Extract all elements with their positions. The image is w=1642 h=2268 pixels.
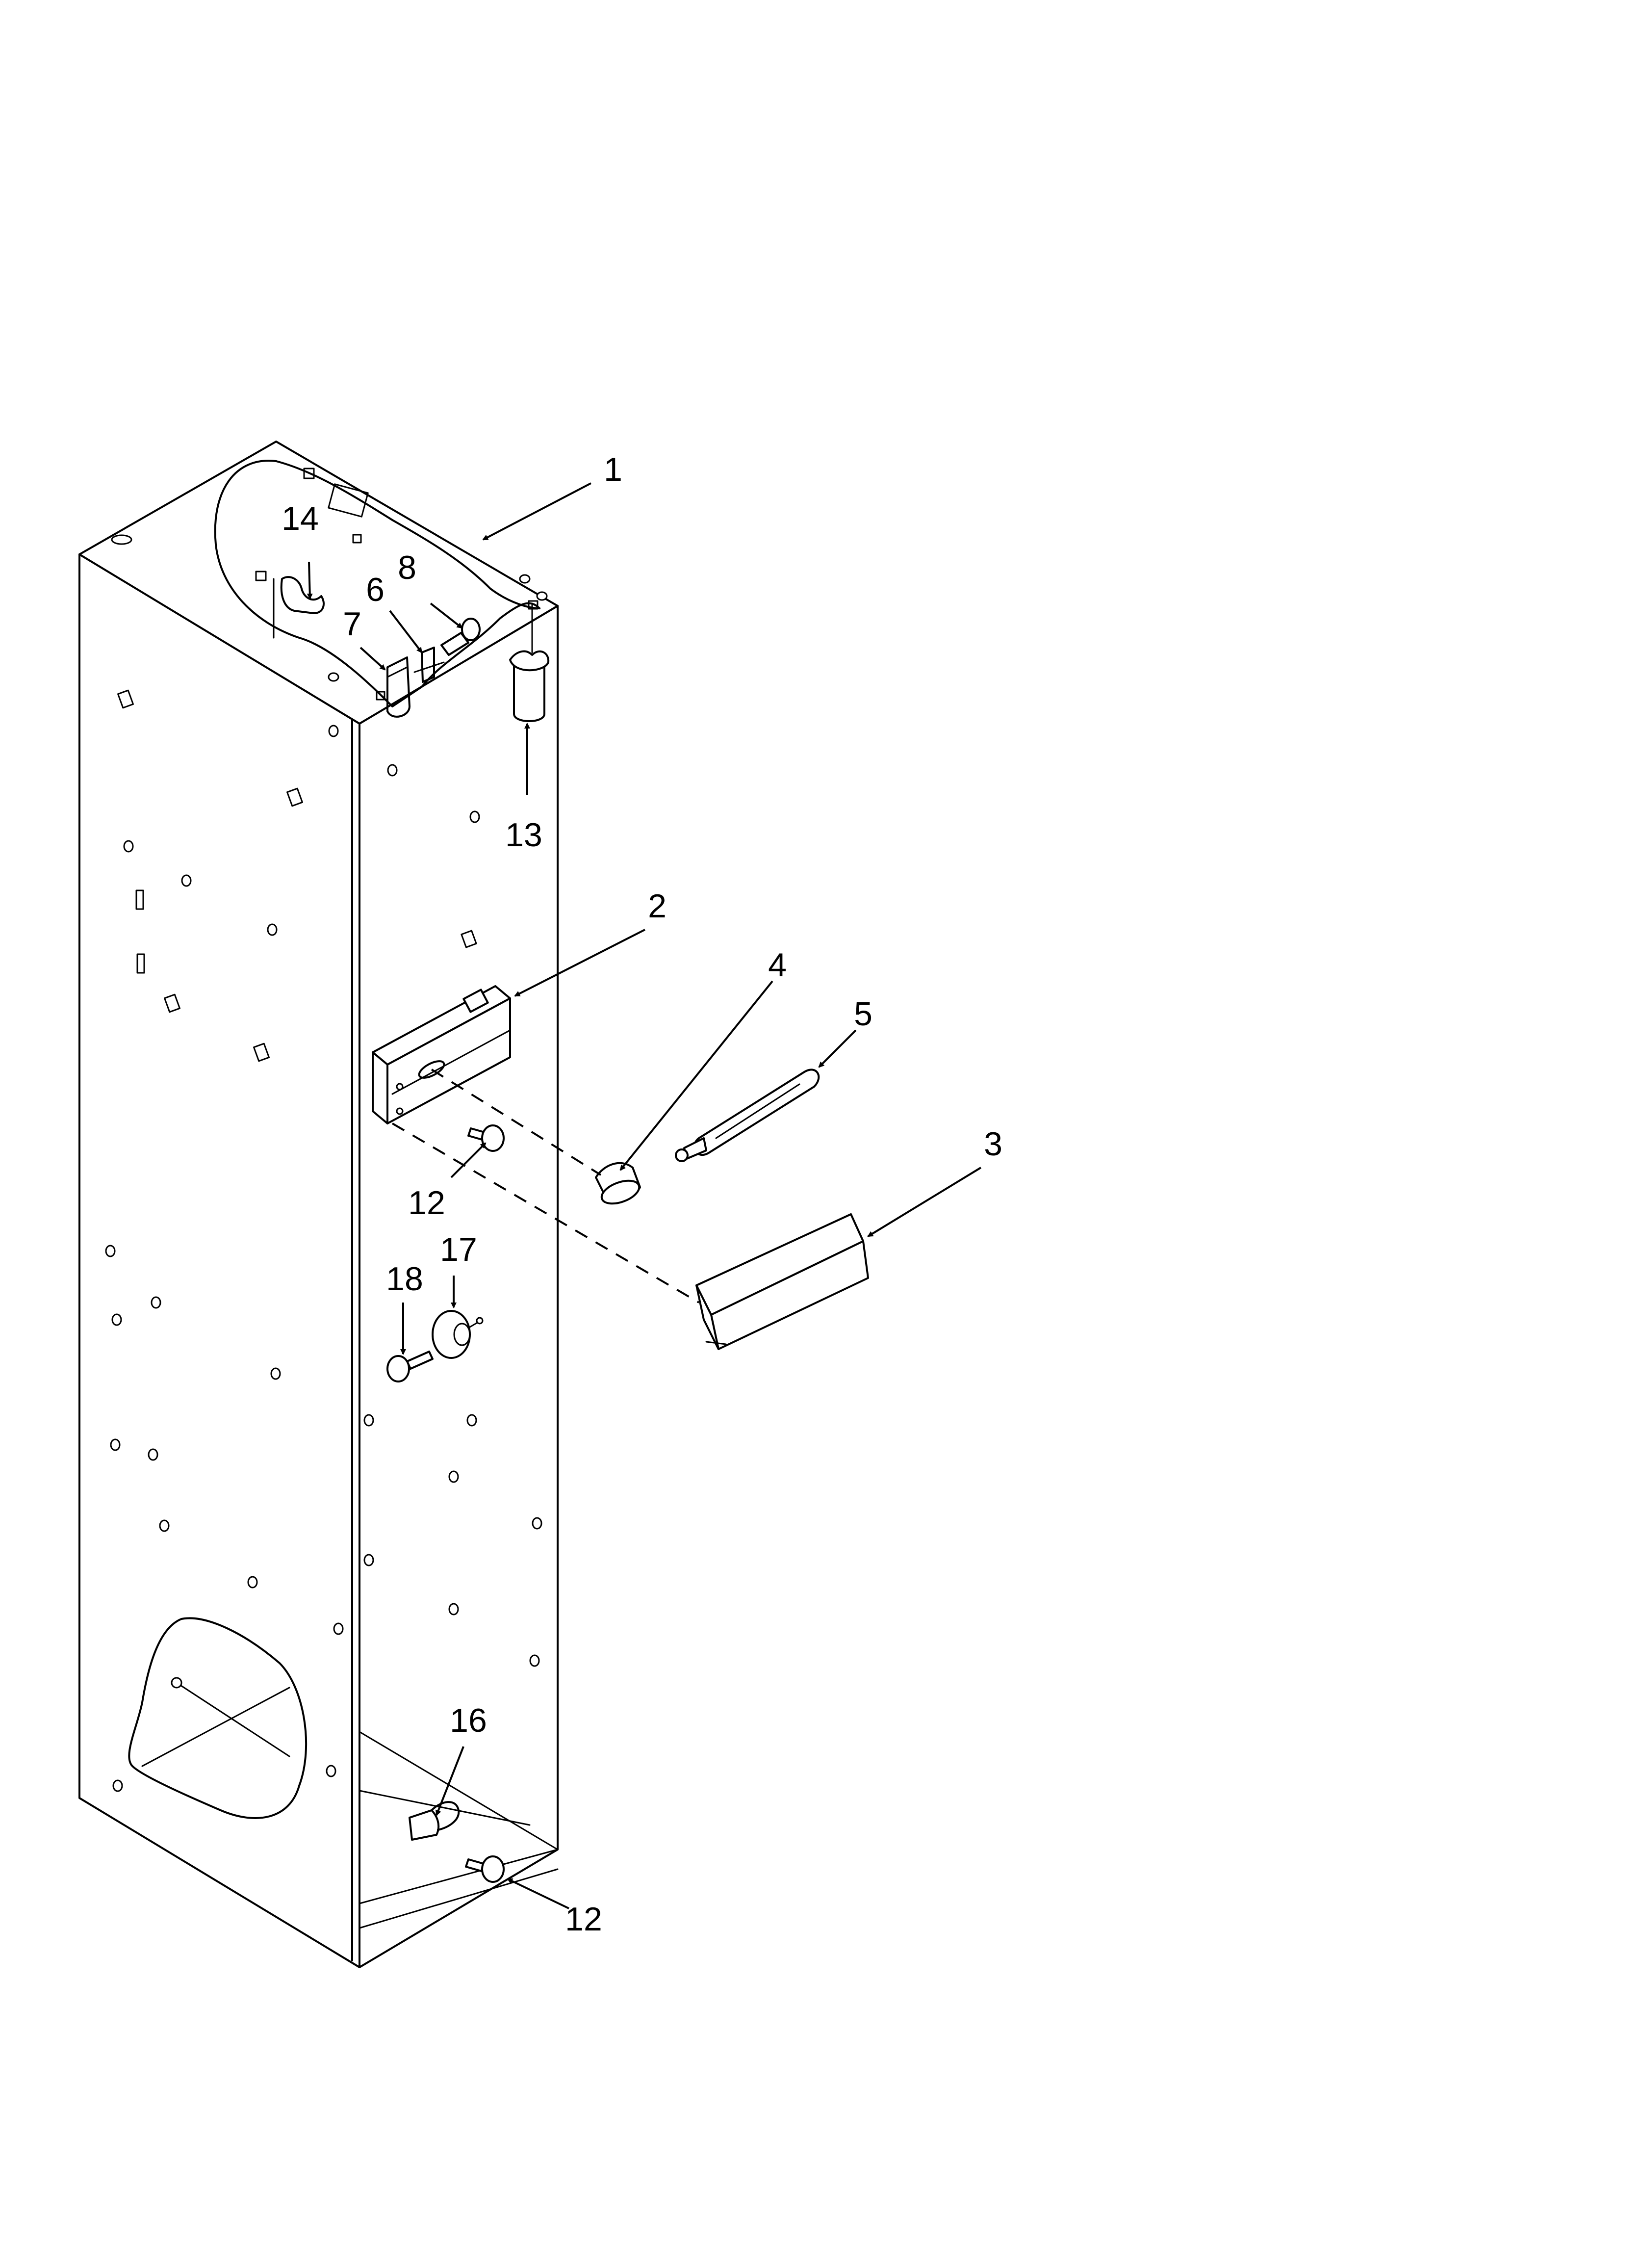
part-14-clip: [255, 571, 325, 639]
cabinet-liner: [78, 441, 559, 1968]
label-part-5: 5: [854, 995, 872, 1033]
label-part-17: 17: [440, 1231, 477, 1268]
part-12-screw-lower: [465, 1855, 505, 1883]
part-3-cover: [695, 1213, 869, 1350]
part-12-screw-upper: [467, 1124, 505, 1152]
label-part-12-lower: 12: [565, 1901, 602, 1938]
label-part-1: 1: [604, 451, 622, 488]
label-part-16: 16: [450, 1702, 487, 1739]
label-part-7: 7: [343, 605, 361, 643]
label-part-13: 13: [505, 816, 542, 854]
assembly-lines: [391, 1069, 700, 1303]
left-face-holes: [105, 689, 344, 1792]
label-part-12-upper: 12: [408, 1184, 445, 1222]
part-17-component: [432, 1310, 484, 1359]
label-part-8: 8: [398, 549, 416, 586]
label-part-18: 18: [386, 1260, 423, 1298]
label-part-14: 14: [282, 500, 319, 537]
part-labels: 1 14 8 6 7 13 2 4 5 3 12 17 18 16 12: [282, 451, 1002, 1938]
leader-arrows: [307, 482, 982, 1909]
part-18-screw: [386, 1351, 434, 1382]
label-part-3: 3: [984, 1125, 1002, 1163]
part-2-bracket: [372, 985, 511, 1124]
part-13-component: [509, 602, 550, 722]
label-part-6: 6: [366, 571, 385, 608]
part-7-bracket: [386, 656, 410, 718]
label-part-4: 4: [768, 946, 787, 984]
part-8-screw: [440, 618, 481, 656]
part-4-holder: [595, 1162, 641, 1205]
part-5-tube: [675, 1069, 820, 1162]
part-6-bracket: [413, 647, 445, 683]
right-face-holes: [363, 764, 542, 1667]
label-part-2: 2: [648, 887, 667, 925]
